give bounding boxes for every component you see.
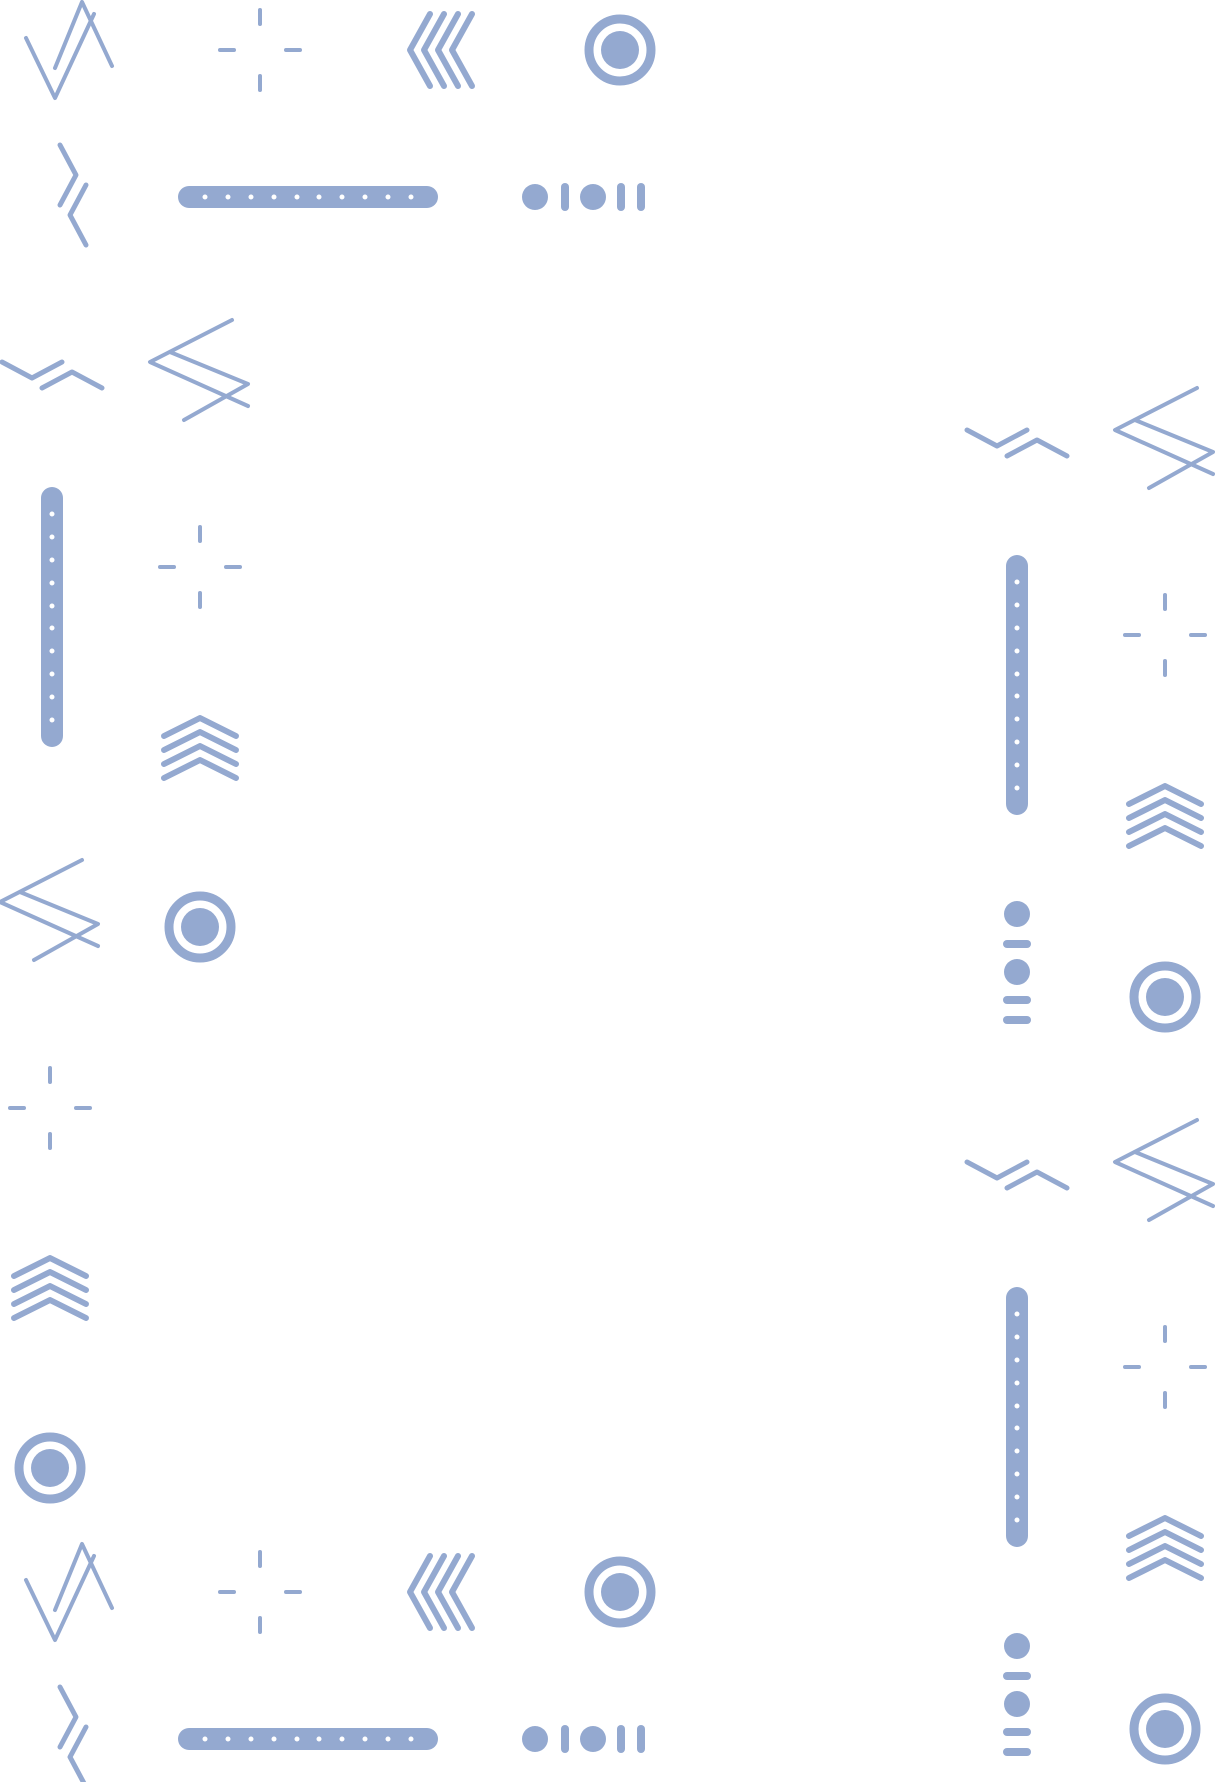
dotted-bar-icon xyxy=(1005,1286,1029,1548)
dotted-bar-icon xyxy=(177,185,439,209)
dotted-bar-icon xyxy=(40,486,64,748)
dotted-bar-icon xyxy=(177,1727,439,1751)
dotted-bar-icon xyxy=(1005,554,1029,816)
